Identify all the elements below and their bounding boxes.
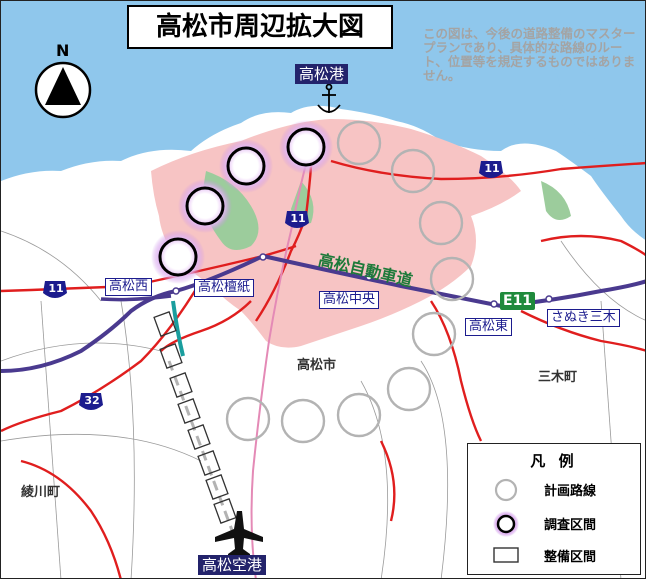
route-shield-icons — [43, 161, 503, 410]
airport-label: 高松空港 — [198, 555, 267, 575]
port-label: 高松港 — [295, 64, 349, 84]
legend-label-development: 整備区間 — [544, 550, 597, 565]
survey-circles — [151, 120, 333, 284]
legend-label-planned: 計画路線 — [544, 484, 597, 499]
sea — [1, 1, 645, 240]
legend-label-survey: 調査区間 — [544, 518, 597, 533]
airport-road — [250, 135, 314, 578]
airplane-icon — [215, 511, 263, 557]
expressway-line — [1, 253, 645, 373]
ic-takamatsu-nishi[interactable]: 高松西 — [105, 278, 153, 296]
legend-row-survey: 調査区間 — [468, 508, 640, 538]
ic-takamatsu-chuo[interactable]: 高松中央 — [319, 291, 380, 309]
map-title: 高松市周辺拡大図 — [127, 5, 393, 49]
development-rect-icon — [493, 547, 519, 563]
planned-circle-icon — [494, 478, 518, 502]
ic-takamatsu-higashi[interactable]: 高松東 — [465, 318, 513, 336]
interchange-markers — [172, 253, 553, 308]
expressway-route-code: E11 — [500, 292, 536, 310]
route-shield-32: 32 — [84, 394, 100, 407]
legend-title: 凡 例 — [530, 452, 578, 470]
legend: 凡 例 計画路線 調査区間 整備区間 — [467, 443, 641, 575]
route-shield-11-center: 11 — [290, 212, 306, 225]
route-shield-11-west: 11 — [48, 282, 64, 295]
legend-row-planned: 計画路線 — [468, 474, 640, 504]
anchor-icon — [317, 83, 341, 113]
development-rectangles — [153, 311, 237, 524]
survey-circle-icon — [493, 511, 519, 537]
urban-area — [151, 119, 521, 348]
ayagawa-town-label: 綾川町 — [21, 485, 61, 500]
ic-sanuki-miki[interactable]: さぬき三木 — [547, 309, 620, 327]
disclaimer-note: この図は、今後の道路整備のマスタープランであり、具体的な路線のルート、位置等を規… — [423, 26, 636, 83]
north-label: N — [56, 41, 70, 60]
legend-row-development: 整備区間 — [468, 540, 640, 570]
national-roads — [1, 135, 645, 578]
miki-town-label: 三木町 — [538, 370, 578, 385]
route-shield-11-east: 11 — [484, 162, 500, 175]
planned-circles — [225, 120, 475, 444]
ic-takamatsu-danshi[interactable]: 高松檀紙 — [194, 279, 255, 297]
takamatsu-city-label: 高松市 — [297, 358, 337, 373]
development-section-line — [171, 300, 185, 357]
north-symbol — [34, 61, 92, 119]
